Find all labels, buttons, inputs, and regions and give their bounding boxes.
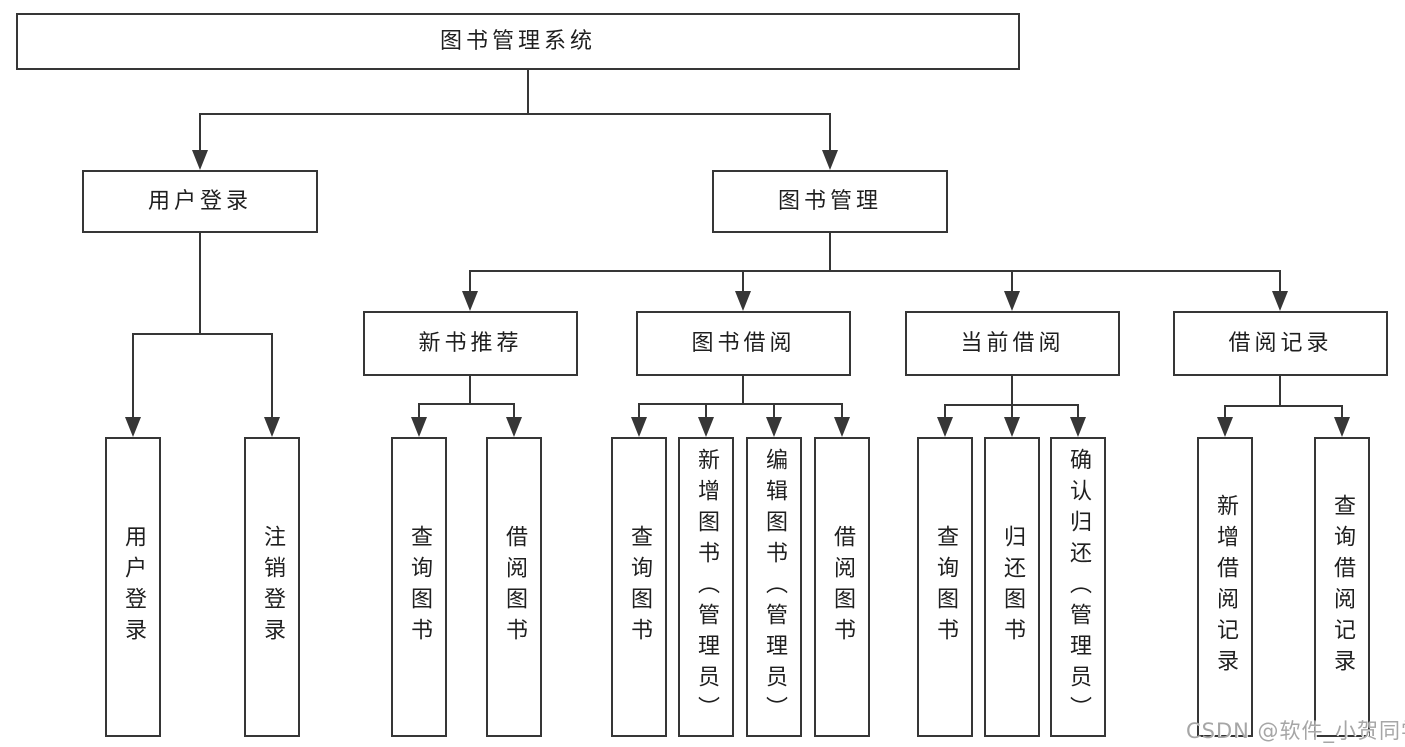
node-book-management: 图书管理	[712, 170, 948, 233]
node-logout-leaf: 注销登录	[244, 437, 300, 737]
node-recommend-borrow-books: 借阅图书	[486, 437, 542, 737]
node-user-login-leaf-label: 用户登录	[121, 525, 146, 649]
node-recommend-query-books-label: 查询图书	[407, 525, 432, 649]
node-recommend-borrow-books-label: 借阅图书	[502, 525, 527, 649]
node-records-add-record: 新增借阅记录	[1197, 437, 1253, 737]
node-recommend-query-books: 查询图书	[391, 437, 447, 737]
node-book-management-label: 图书管理	[777, 188, 882, 214]
node-new-book-recommendation: 新书推荐	[363, 311, 578, 376]
node-book-borrowing: 图书借阅	[636, 311, 851, 376]
node-user-login-label: 用户登录	[147, 188, 252, 214]
node-current-return-books-label: 归还图书	[1000, 525, 1025, 649]
node-new-book-recommendation-label: 新书推荐	[418, 330, 523, 356]
node-current-borrowing: 当前借阅	[905, 311, 1120, 376]
node-borrow-borrow-books: 借阅图书	[814, 437, 870, 737]
node-current-return-books: 归还图书	[984, 437, 1040, 737]
node-library-system: 图书管理系统	[16, 13, 1020, 70]
node-records-query-record: 查询借阅记录	[1314, 437, 1370, 737]
node-borrow-add-books-admin-label: 新增图书（管理员）	[694, 447, 719, 727]
node-records-query-record-label: 查询借阅记录	[1330, 494, 1355, 680]
node-user-login-leaf: 用户登录	[105, 437, 161, 737]
node-current-borrowing-label: 当前借阅	[960, 330, 1065, 356]
node-logout-leaf-label: 注销登录	[260, 525, 285, 649]
node-current-query-books-label: 查询图书	[933, 525, 958, 649]
node-current-confirm-return-admin: 确认归还（管理员）	[1050, 437, 1106, 737]
node-borrowing-records-label: 借阅记录	[1228, 330, 1333, 356]
node-borrow-edit-books-admin: 编辑图书（管理员）	[746, 437, 802, 737]
node-records-add-record-label: 新增借阅记录	[1213, 494, 1238, 680]
node-borrow-add-books-admin: 新增图书（管理员）	[678, 437, 734, 737]
node-borrow-query-books-label: 查询图书	[627, 525, 652, 649]
node-user-login: 用户登录	[82, 170, 318, 233]
csdn-watermark: CSDN @软件_小贺同学	[1186, 719, 1405, 743]
node-borrowing-records: 借阅记录	[1173, 311, 1388, 376]
node-borrow-borrow-books-label: 借阅图书	[830, 525, 855, 649]
node-library-system-label: 图书管理系统	[439, 28, 596, 54]
node-borrow-edit-books-admin-label: 编辑图书（管理员）	[762, 447, 787, 727]
node-book-borrowing-label: 图书借阅	[691, 330, 796, 356]
node-borrow-query-books: 查询图书	[611, 437, 667, 737]
node-current-confirm-return-admin-label: 确认归还（管理员）	[1066, 447, 1091, 727]
node-current-query-books: 查询图书	[917, 437, 973, 737]
